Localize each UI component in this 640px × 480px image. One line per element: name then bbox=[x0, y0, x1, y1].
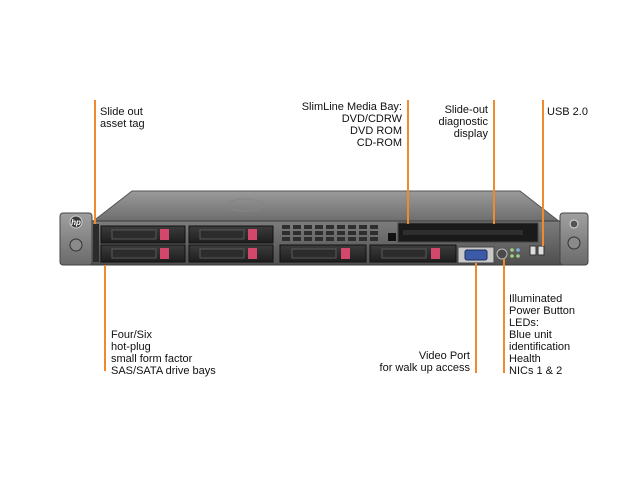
drive-bay-4[interactable] bbox=[188, 244, 274, 263]
power-button[interactable] bbox=[496, 248, 508, 260]
power-leds-label: Illuminated Power Button LEDs: Blue unit… bbox=[509, 293, 576, 377]
usb-leader bbox=[542, 100, 544, 246]
asset-tag-label: Slide out asset tag bbox=[100, 106, 145, 130]
usb-ports[interactable] bbox=[529, 245, 545, 256]
drive-latch bbox=[160, 229, 169, 240]
left-thumbscrew bbox=[69, 238, 83, 252]
hp-logo: hp bbox=[71, 218, 81, 227]
drive-latch bbox=[431, 248, 440, 259]
diagnostic-leader bbox=[493, 100, 495, 224]
right-thumbscrew bbox=[567, 236, 581, 250]
status-leds bbox=[510, 248, 520, 258]
diagnostic-display-label: Slide-out diagnostic display bbox=[438, 104, 488, 140]
drive-latch bbox=[341, 248, 350, 259]
power-leds-leader bbox=[503, 259, 505, 373]
drive-bays-label: Four/Six hot-plug small form factor SAS/… bbox=[111, 329, 216, 377]
drive-bay-2[interactable] bbox=[100, 244, 186, 263]
drive-bay-5[interactable] bbox=[279, 244, 367, 263]
left-rack-ear: hp bbox=[59, 212, 93, 266]
drive-bays-leader bbox=[104, 265, 106, 371]
drive-bays bbox=[100, 225, 457, 263]
drive-bay-1[interactable] bbox=[100, 225, 186, 244]
media-bay[interactable] bbox=[388, 222, 539, 243]
video-port-label: Video Port for walk up access bbox=[379, 350, 470, 374]
drive-bay-3[interactable] bbox=[188, 225, 274, 244]
drive-latch bbox=[248, 229, 257, 240]
chassis-top bbox=[90, 190, 562, 223]
video-port-leader bbox=[475, 263, 477, 373]
asset-tag[interactable] bbox=[93, 224, 99, 262]
media-bay-leader bbox=[407, 100, 409, 224]
usb-label: USB 2.0 bbox=[547, 106, 588, 118]
drive-latch bbox=[160, 248, 169, 259]
right-rack-ear bbox=[559, 212, 589, 266]
video-port[interactable] bbox=[457, 246, 495, 264]
vent-grille bbox=[282, 225, 378, 241]
drive-bay-6[interactable] bbox=[369, 244, 457, 263]
drive-latch bbox=[248, 248, 257, 259]
media-bay-label: SlimLine Media Bay: DVD/CDRW DVD ROM CD-… bbox=[301, 101, 402, 149]
asset-tag-leader bbox=[94, 100, 96, 224]
